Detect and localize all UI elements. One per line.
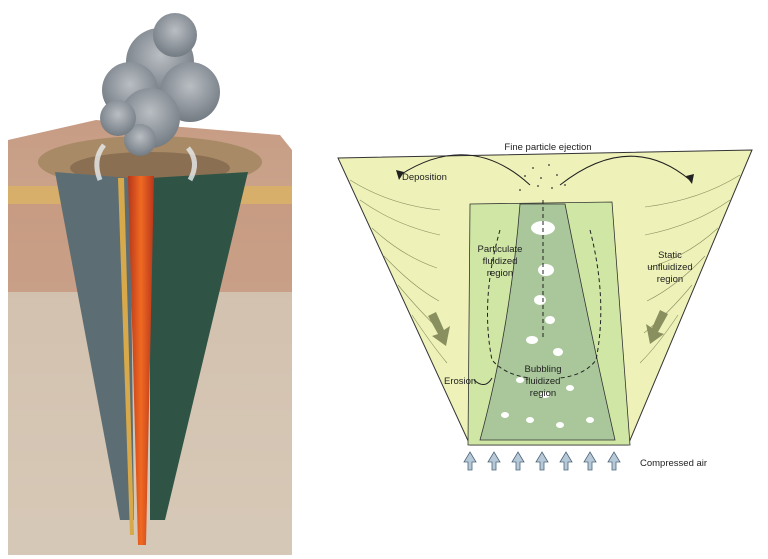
label-static-line2: unfluidized	[647, 262, 692, 273]
label-static-line1: Static	[658, 250, 682, 261]
compressed-air-arrows	[464, 452, 620, 470]
label-particulate-line2: fluidized	[483, 256, 518, 267]
label-static-line3: region	[657, 274, 683, 285]
label-particulate-line1: Particulate	[478, 244, 523, 255]
label-bubbling-line3: region	[530, 388, 556, 399]
label-erosion: Erosion	[444, 376, 476, 387]
label-fine-particle-ejection: Fine particle ejection	[504, 142, 591, 153]
label-deposition: Deposition	[402, 172, 447, 183]
label-compressed-air: Compressed air	[640, 458, 707, 469]
label-bubbling-line2: fluidized	[526, 376, 561, 387]
label-particulate-line3: region	[487, 268, 513, 279]
label-bubbling-line1: Bubbling	[525, 364, 562, 375]
volcanic-pipe-illustration	[8, 13, 292, 555]
fluidization-diagram: Fine particle ejection Deposition Partic…	[338, 142, 752, 470]
